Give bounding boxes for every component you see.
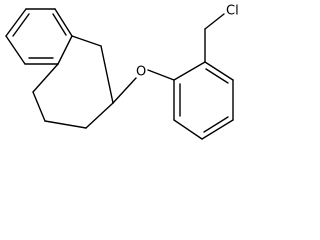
bond-ring-c-top-left [173, 61, 206, 81]
bond-ring-a-top [5, 8, 27, 37]
bond-ring-a-inner-2 [52, 13, 67, 36]
bond-ring-c-bottom-left [173, 119, 203, 140]
bond-ring-c-inner-3 [205, 68, 229, 84]
bond-ring-a-fused-upper [54, 8, 73, 37]
bond-ring-b-bottom [44, 120, 87, 129]
bond-ring-b-left-bottom [32, 91, 46, 122]
bond-ring-c-inner-2 [203, 116, 229, 133]
bond-ch2-chlorine [204, 13, 225, 30]
bond-c1-oxygen [112, 77, 137, 104]
oxygen-atom-label: O [136, 65, 146, 80]
bond-ring-a-fused-shared [57, 35, 73, 65]
bond-ring-b-c1-upper [71, 35, 102, 47]
bond-ring-b-right-bottom [85, 102, 114, 129]
bond-ring-c-top-right [204, 61, 234, 81]
bond-ring-a-inner-1 [12, 13, 30, 37]
bond-ring-b-left-upper [32, 63, 59, 93]
molecule-structure: O Cl [5, 4, 239, 140]
bond-ring-a-left-lower [5, 35, 26, 65]
bond-ring-c-bottom-right [201, 119, 234, 140]
bond-ring-b-c1-down [100, 45, 114, 104]
bond-oxygen-aryl [147, 69, 175, 81]
chlorine-atom-label: Cl [226, 4, 239, 19]
